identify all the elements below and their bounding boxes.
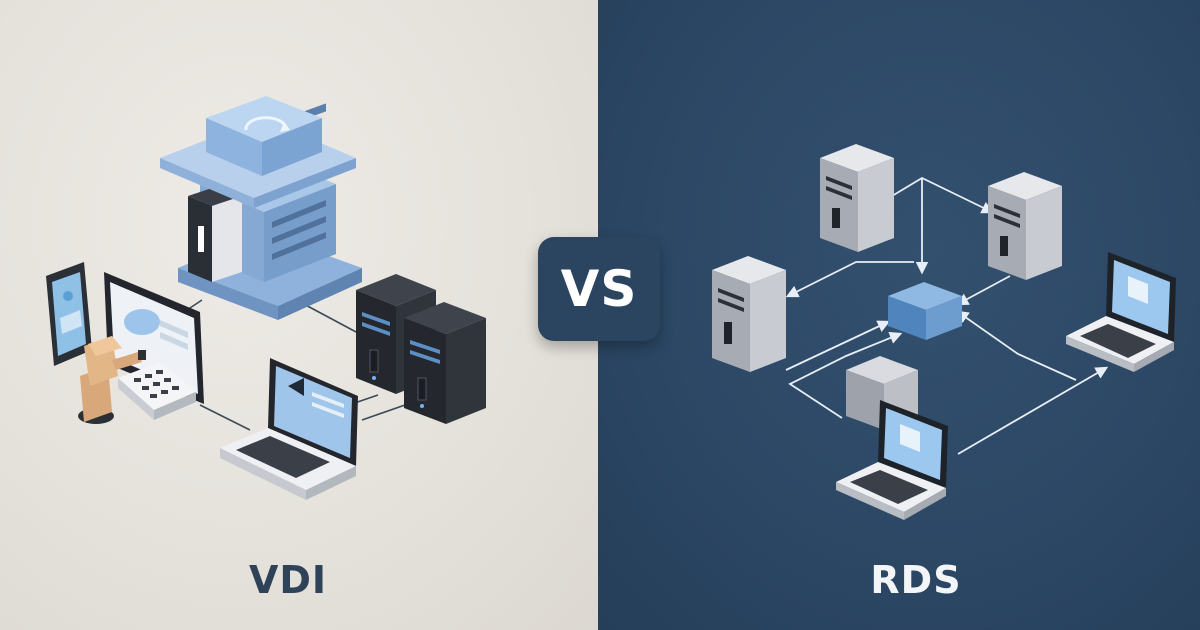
laptop-icon <box>836 400 948 520</box>
laptop-icon <box>220 358 358 500</box>
monitor-icon <box>104 272 204 404</box>
central-session-host-icon <box>888 282 962 340</box>
vs-badge: VS <box>538 237 660 341</box>
server-tower-icon <box>356 274 486 424</box>
tablet-icon <box>46 262 92 366</box>
connection-arrow-icon <box>785 176 1109 455</box>
cloud-server-stack-icon <box>160 96 362 320</box>
laptop-icon <box>1066 252 1176 372</box>
vs-badge-label: VS <box>560 260 638 318</box>
vdi-label: VDI <box>248 558 328 602</box>
server-tower-icon <box>712 256 786 372</box>
server-tower-icon <box>988 172 1062 280</box>
server-tower-icon <box>820 144 894 252</box>
user-figure-icon <box>78 336 146 424</box>
rds-label: RDS <box>870 558 962 602</box>
vdi-panel <box>0 0 598 630</box>
thin-client-icon <box>118 362 196 420</box>
